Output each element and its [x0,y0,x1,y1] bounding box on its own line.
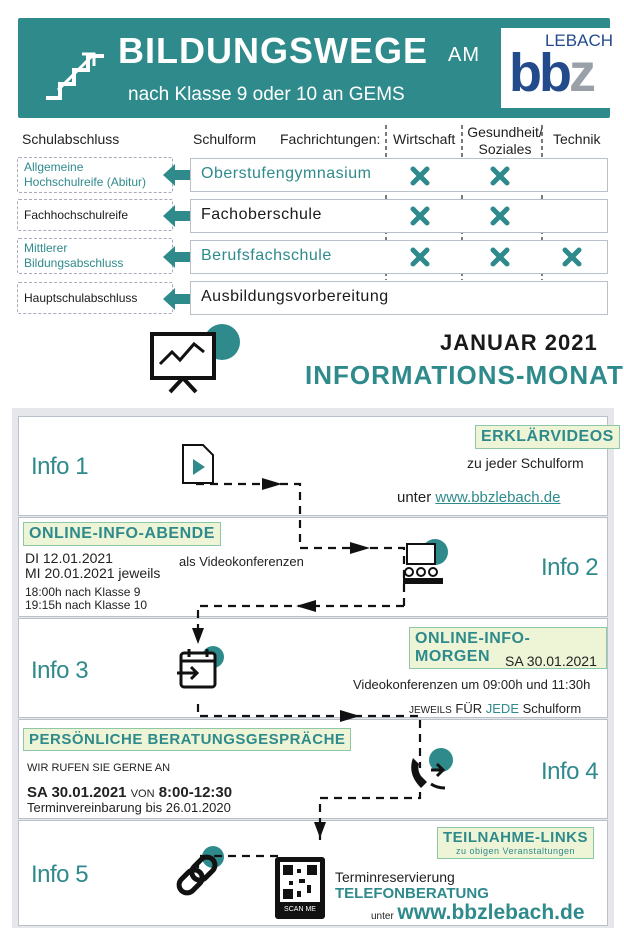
info1-label: Info 1 [31,453,89,480]
info1-line1: zu jeder Schulform [467,455,584,471]
schulform-row-1: Oberstufengymnasium [190,158,608,192]
qr-code-icon [275,857,325,919]
info2-time2: 19:15h nach Klasse 10 [25,598,148,612]
info1-url-link[interactable]: www.bbzlebach.de [435,489,561,506]
schulform-label: Oberstufengymnasium [201,165,372,182]
info2-panel: Online-Info-Abende DI 12.01.2021 MI 20.0… [18,517,608,617]
col-schulform: Schulform [193,131,257,147]
cross-mark-icon [490,247,510,267]
col-schulabschluss: Schulabschluss [22,131,120,147]
header-banner: Bildungswege am nach Klasse 9 oder 10 an… [18,18,621,118]
info4-tag: Persönliche Beratungsgespräche [23,728,352,751]
info5-label: Info 5 [31,861,89,888]
link-chain-icon [176,846,224,896]
presentation-chart-icon [150,324,240,394]
cross-mark-icon [410,206,430,226]
info5-prefix: unter [371,911,394,922]
info2-date2: MI 20.01.2021 jeweils [25,565,161,581]
cross-mark-icon [410,247,430,267]
abschluss-abitur: Allgemeine Hochschulreife (Abitur) [17,157,173,193]
video-conference-icon [403,539,448,584]
info1-panel: Info 1 Erklärvideos zu jeder Schulform u… [18,416,620,516]
info2-time1: 18:00h nach Klasse 9 [25,585,141,599]
month-title: Informations-Monat [305,360,624,390]
info1-url-line: unter www.bbzlebach.de [397,489,560,506]
phone-call-icon [411,748,453,790]
cross-mark-icon [410,166,430,186]
page-title: Bildungswege [118,30,429,71]
stairs-icon [46,52,104,100]
info4-date-line: SA 30.01.2021 von 8:00-12:30 [27,784,232,801]
info5-url-link[interactable]: www.bbzlebach.de [397,901,585,924]
info5-line1-a: Terminreservierung [335,869,455,885]
info3-label: Info 3 [31,657,89,684]
cross-mark-icon [490,206,510,226]
calendar-login-icon [177,646,224,689]
bbz-logo: LEBACH bbz [501,28,621,108]
cross-mark-icon [562,247,582,267]
info3-line2-c: Schulform [522,701,582,716]
schulform-row-3: Berufsfachschule [190,240,608,274]
abschluss-hauptschule: Hauptschulabschluss [17,282,173,314]
col-wirtschaft: Wirtschaft [393,131,456,147]
info5-line1-b: Telefonberatung [335,885,489,902]
info4-von: von [130,788,155,800]
col-gesundheit: Gesundheit/ Soziales [467,124,543,157]
abschluss-fachhochschulreife: Fachhochschulreife [17,199,173,231]
schulform-label: Ausbildungsvorbereitung [201,288,389,305]
schulform-row-2: Fachoberschule [190,199,608,233]
info2-label: Info 2 [541,554,599,581]
info3-line2-a: Für [455,701,483,716]
info2-note: als Videokonferenzen [179,554,304,569]
info4-line3: Terminvereinbarung bis 26.01.2020 [27,800,231,815]
info5-tag-sub: zu obigen Veranstaltungen [455,845,576,856]
info3-panel: Info 3 Online-Info-Morgen SA 30.01.2021 … [18,618,608,718]
subtitle: nach Klasse 9 oder 10 an GEMS [128,84,405,105]
video-file-icon [182,444,214,484]
info3-line2-prefix: jeweils [409,705,452,716]
qr-caption: SCAN ME [284,906,316,913]
info3-tag: Online-Info-Morgen [409,627,607,669]
info4-time: 8:00-12:30 [158,784,233,801]
title-am: am [448,44,480,66]
info4-panel: Persönliche Beratungsgespräche Wir rufen… [18,719,608,819]
info3-date: SA 30.01.2021 [505,653,597,669]
logo-bbz: bbz [509,43,596,103]
col-fachrichtungen: Fachrichtungen: [280,131,381,147]
info3-line2-b: jede [485,701,519,716]
info3-line1: Videokonferenzen um 09:00h und 11:30h [353,677,591,692]
arrow-left-icon [163,164,191,186]
schulform-label: Fachoberschule [201,206,322,223]
info1-prefix: unter [397,489,432,506]
arrow-left-icon [163,246,191,268]
info4-label: Info 4 [541,758,599,785]
col-technik: Technik [553,131,601,147]
info1-tag: Erklärvideos [475,425,620,449]
cross-mark-icon [490,166,510,186]
info2-tag: Online-Info-Abende [23,522,221,546]
schulform-row-4: Ausbildungsvorbereitung [190,281,608,315]
schulform-label: Berufsfachschule [201,247,332,264]
arrow-left-icon [163,288,191,310]
info4-date: SA 30.01.2021 [27,784,127,801]
info2-date1: DI 12.01.2021 [25,550,113,566]
info5-tag: Teilnahme-Links zu obigen Veranstaltunge… [437,827,594,860]
info5-url-line: unter www.bbzlebach.de [371,901,585,925]
info3-line2: jeweils Für jede Schulform [409,701,581,716]
info5-line1: Terminreservierung Telefonberatung [335,869,607,902]
info4-line1: Wir rufen Sie gerne an [27,762,171,774]
logo-lebach: LEBACH [544,31,613,50]
arrow-left-icon [163,205,191,227]
info5-panel: Info 5 SCAN ME Teilnahme-Links zu obigen… [18,820,608,926]
month-date: Januar 2021 [440,330,598,355]
abschluss-mittlerer: Mittlerer Bildungsabschluss [17,238,173,274]
info5-tag-title: Teilnahme-Links [443,829,588,846]
